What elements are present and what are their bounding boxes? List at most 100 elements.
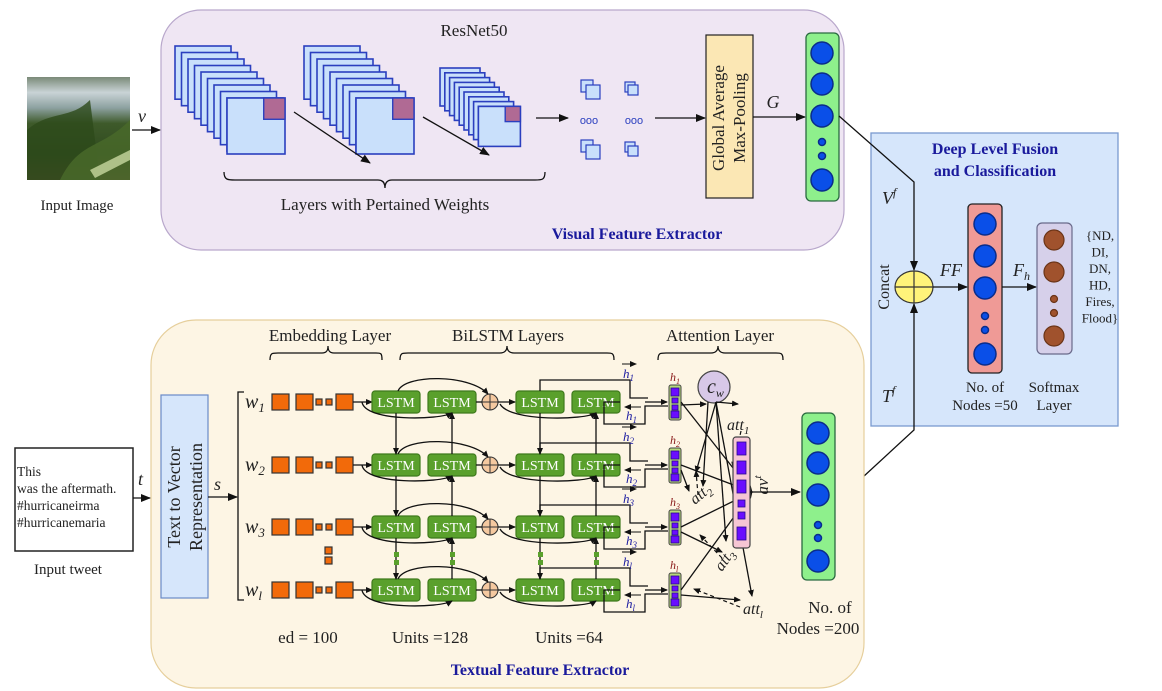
units-128-caption: Units =128	[392, 628, 468, 647]
vectorizer-label-2: Representation	[186, 443, 206, 551]
class-labels: {ND,DI,DN,HD,Fires,Flood}	[1082, 228, 1119, 326]
embedding-cell	[271, 581, 290, 599]
fusion-dense-caption-2: Nodes =50	[952, 398, 1018, 414]
lstm-label: LSTM	[577, 396, 615, 411]
forward-hidden-label: h1	[623, 366, 634, 383]
convolution-stacks	[174, 45, 522, 164]
ellipsis-1: ooo	[580, 115, 598, 127]
embedding-cell	[271, 518, 290, 536]
lstm-label: LSTM	[521, 521, 559, 536]
layers-brace	[223, 171, 546, 189]
context-vector-label: cw	[707, 376, 724, 400]
class-label: {ND,	[1086, 228, 1114, 243]
embedding-dot	[325, 461, 333, 469]
bilstm-title: BiLSTM Layers	[452, 326, 564, 345]
lstm-label: LSTM	[377, 521, 415, 536]
lstm-label: LSTM	[577, 584, 615, 599]
lstm-label: LSTM	[377, 584, 415, 599]
conv-stack-1	[174, 45, 286, 155]
kernel-patch	[263, 97, 286, 120]
embedding-dot	[315, 398, 323, 406]
fusion-dense-caption-1: No. of	[966, 380, 1004, 396]
embedding-cell	[271, 393, 290, 411]
backward-hidden-label: h1	[626, 408, 637, 425]
word-label: wl	[245, 579, 262, 603]
lstm-label: LSTM	[433, 584, 471, 599]
pooling-label-1: Global Average	[709, 65, 728, 171]
av-label: avt	[752, 475, 772, 495]
vectorizer-label-1: Text to Vector	[164, 446, 184, 547]
vf-label: Vf	[882, 185, 898, 208]
fusion-title-2: and Classification	[934, 163, 1056, 180]
tweet-line: #hurricanemaria	[17, 515, 105, 530]
embedding-cell	[335, 393, 354, 411]
forward-hidden-label: h2	[623, 429, 635, 446]
embedding-cell	[335, 456, 354, 474]
softmax-layer	[1036, 222, 1073, 355]
conv-arrow-2	[422, 116, 490, 156]
pooling-box	[705, 34, 754, 199]
fusion-classification-panel: Deep Level Fusion and Classification Vf …	[870, 132, 1119, 427]
embedding-title: Embedding Layer	[269, 326, 392, 345]
text-dense-caption-2: Nodes =200	[777, 619, 860, 638]
textual-dense-layer	[801, 412, 836, 581]
embedding-cell	[295, 518, 314, 536]
lstm-label: LSTM	[521, 396, 559, 411]
embedding-cell	[295, 456, 314, 474]
backward-hidden-label: h2	[626, 471, 638, 488]
class-label: DN,	[1089, 261, 1111, 276]
attention-weight-label: attl	[743, 601, 763, 621]
tweet-line: #hurricaneirma	[17, 498, 99, 513]
word-label: w2	[245, 454, 265, 478]
context-vector-node	[697, 370, 731, 404]
attention-brace	[657, 345, 784, 361]
input-tweet-label: Input tweet	[34, 562, 103, 578]
embedding-dot	[315, 523, 323, 531]
ellipsis-2: ooo	[625, 115, 643, 127]
softmax-caption-2: Layer	[1037, 398, 1072, 414]
t-label: t	[138, 469, 144, 489]
forward-hidden-label: hl	[623, 554, 633, 571]
embedding-dot	[325, 523, 333, 531]
concat-node	[894, 270, 934, 304]
embedding-cell	[295, 581, 314, 599]
lstm-label: LSTM	[433, 521, 471, 536]
bilstm-brace	[399, 345, 615, 361]
embedding-dot	[325, 586, 333, 594]
embedding-dot	[315, 586, 323, 594]
visual-feature-extractor: ResNet50 Layers with Pertained Weights o…	[160, 9, 845, 251]
word-bracket	[237, 391, 244, 601]
class-label: Fires,	[1085, 294, 1114, 309]
conv-stack-3	[439, 67, 522, 148]
textual-panel-title: Textual Feature Extractor	[451, 662, 630, 679]
feature-maps: ooo ooo	[580, 79, 643, 160]
embedding-dot	[315, 461, 323, 469]
link-visual-to-concat	[838, 115, 918, 271]
embedding-cell	[335, 581, 354, 599]
embedding-cell	[295, 393, 314, 411]
text-to-vector-box	[160, 394, 209, 599]
embedding-brace	[269, 345, 383, 361]
class-label: Flood}	[1082, 311, 1119, 326]
concat-label: Concat	[876, 264, 893, 310]
layers-caption: Layers with Pertained Weights	[281, 195, 489, 214]
embedding-cell	[271, 456, 290, 474]
tf-label: Tf	[882, 383, 897, 406]
lstm-label: LSTM	[521, 584, 559, 599]
g-label: G	[767, 92, 780, 112]
kernel-patch	[392, 97, 415, 120]
lstm-label: LSTM	[433, 459, 471, 474]
fh-label: Fh	[1012, 260, 1030, 283]
lstm-label: LSTM	[577, 521, 615, 536]
backward-hidden-label: h3	[626, 533, 638, 550]
input-image: Input Image	[27, 77, 130, 214]
input-image-label: Input Image	[41, 198, 114, 214]
conv-arrow-1	[293, 111, 371, 164]
conv-stack-2	[303, 45, 415, 155]
lstm-label: LSTM	[521, 459, 559, 474]
text-dense-caption-1: No. of	[808, 598, 852, 617]
